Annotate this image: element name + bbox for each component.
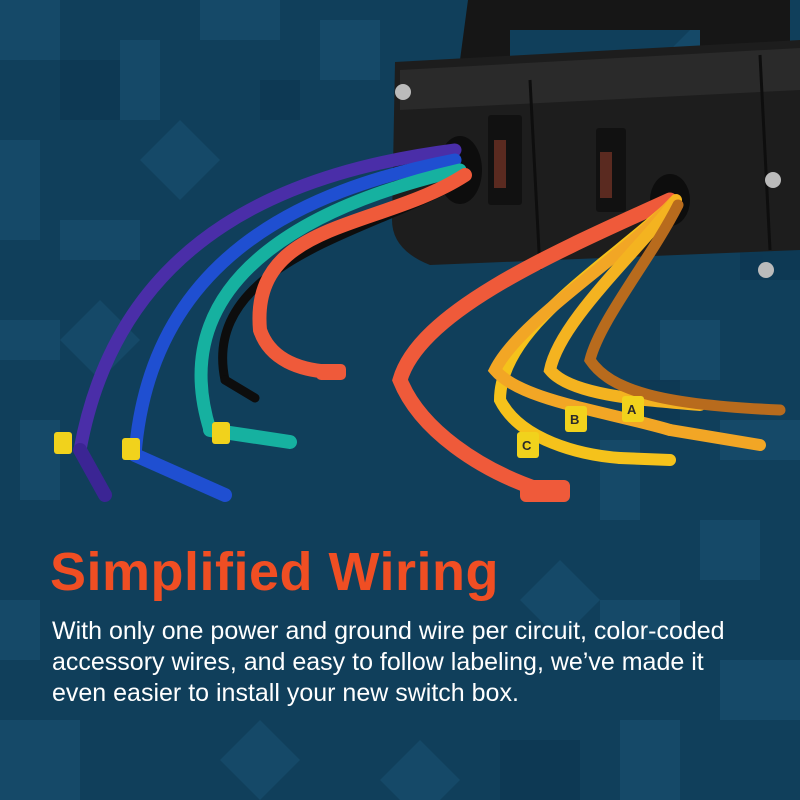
body-copy: With only one power and ground wire per … — [52, 617, 725, 707]
right-wire-bundle — [392, 192, 786, 502]
right-wire-labels: A B C — [517, 396, 644, 458]
switch-box-housing — [392, 0, 800, 278]
screw-icon — [395, 84, 411, 100]
screw-icon — [758, 262, 774, 278]
left-wire-labels — [54, 422, 230, 460]
wire-label-a: A — [627, 402, 637, 417]
switch-box-wiring-illustration: A B C — [54, 0, 800, 502]
headline: Simplified Wiring — [50, 542, 500, 602]
left-wire-bundle — [73, 143, 472, 502]
wire-label-c: C — [522, 438, 532, 453]
wire-label-b: B — [570, 412, 579, 427]
screw-icon — [765, 172, 781, 188]
